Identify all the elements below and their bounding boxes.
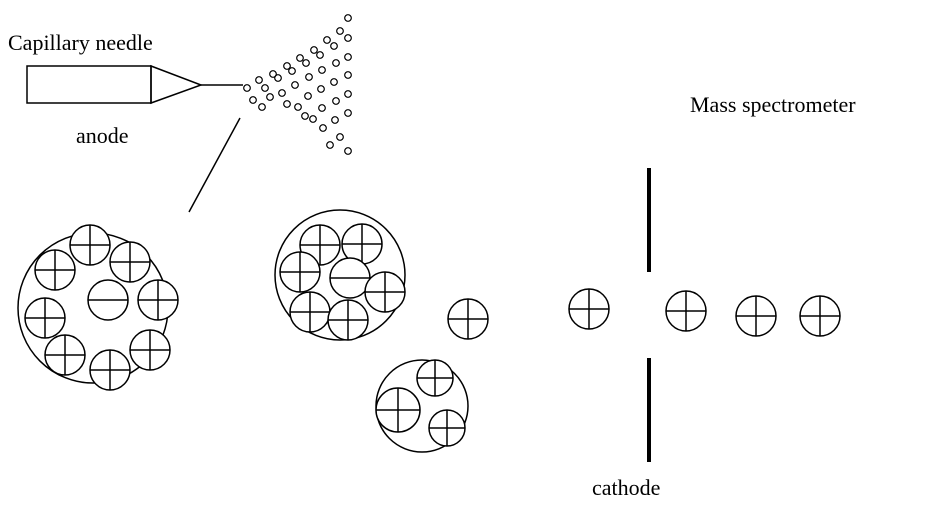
spray-droplet <box>269 70 277 78</box>
spray-droplet <box>344 147 352 155</box>
positive-ion <box>364 271 406 313</box>
spray-droplet <box>344 14 352 22</box>
free-positive-ion <box>799 295 841 337</box>
spray-droplet <box>258 103 266 111</box>
spray-droplet <box>344 90 352 98</box>
positive-ion <box>375 387 421 433</box>
positive-ion <box>129 329 171 371</box>
small-droplet-ions <box>375 359 466 447</box>
spray-droplet <box>326 141 334 149</box>
spray-droplet <box>331 116 339 124</box>
spray-droplet <box>344 53 352 61</box>
spray-droplet <box>332 97 340 105</box>
positive-ion <box>34 249 76 291</box>
spray-droplet <box>249 96 257 104</box>
free-positive-ion <box>735 295 777 337</box>
negative-ion <box>87 279 129 321</box>
free-positive-ion <box>447 298 489 340</box>
cathode-label: cathode <box>592 475 660 500</box>
positive-ion <box>109 241 151 283</box>
positive-ion <box>289 291 331 333</box>
spray-droplet <box>302 59 310 67</box>
free-positive-ion <box>568 288 610 330</box>
free-positive-ion <box>665 290 707 332</box>
spray-droplet <box>316 51 324 59</box>
spray-plume <box>243 14 352 155</box>
spray-droplet <box>332 59 340 67</box>
spray-droplet <box>291 81 299 89</box>
spray-droplet <box>283 62 291 70</box>
spray-droplet <box>330 42 338 50</box>
spray-droplet <box>330 78 338 86</box>
anode-label: anode <box>76 123 129 148</box>
spray-droplet <box>274 74 282 82</box>
spray-droplet <box>336 133 344 141</box>
needle-tip <box>150 64 204 105</box>
spray-droplet <box>304 92 312 100</box>
positive-ion <box>327 299 369 341</box>
spray-droplet <box>283 100 291 108</box>
small-droplet <box>375 359 469 453</box>
spray-droplet <box>344 34 352 42</box>
zoom-pointer-line <box>188 117 241 213</box>
capillary-needle-label: Capillary needle <box>8 30 153 55</box>
spray-droplet <box>319 124 327 132</box>
positive-ion <box>24 297 66 339</box>
spray-droplet <box>317 85 325 93</box>
positive-ion <box>137 279 179 321</box>
spray-droplet <box>266 93 274 101</box>
spray-droplet <box>323 36 331 44</box>
spray-droplet <box>305 73 313 81</box>
spray-droplet <box>309 115 317 123</box>
spray-droplet <box>344 71 352 79</box>
mass-spectrometer-label: Mass spectrometer <box>690 92 856 117</box>
positive-ion <box>89 349 131 391</box>
large-droplet-ions <box>24 224 179 391</box>
spray-droplet <box>288 67 296 75</box>
medium-droplet-boundary <box>274 209 406 341</box>
spray-droplet <box>261 84 269 92</box>
spray-droplet <box>344 109 352 117</box>
capillary-needle <box>26 64 243 105</box>
medium-droplet-ions <box>279 223 406 341</box>
spray-droplet <box>336 27 344 35</box>
medium-droplet <box>274 209 406 341</box>
negative-ion <box>329 257 371 299</box>
positive-ion <box>44 334 86 376</box>
free-ions <box>447 288 841 340</box>
spray-droplet <box>294 103 302 111</box>
needle-body <box>26 65 152 104</box>
positive-ion <box>69 224 111 266</box>
spray-droplet <box>318 66 326 74</box>
positive-ion <box>416 359 454 397</box>
spray-droplet <box>255 76 263 84</box>
large-droplet <box>17 224 179 391</box>
spray-droplet <box>243 84 251 92</box>
spray-droplet <box>301 112 309 120</box>
spray-droplet <box>278 89 286 97</box>
spray-droplet <box>296 54 304 62</box>
positive-ion <box>428 409 466 447</box>
spray-droplet <box>318 104 326 112</box>
spray-droplet <box>310 46 318 54</box>
positive-ion <box>279 251 321 293</box>
